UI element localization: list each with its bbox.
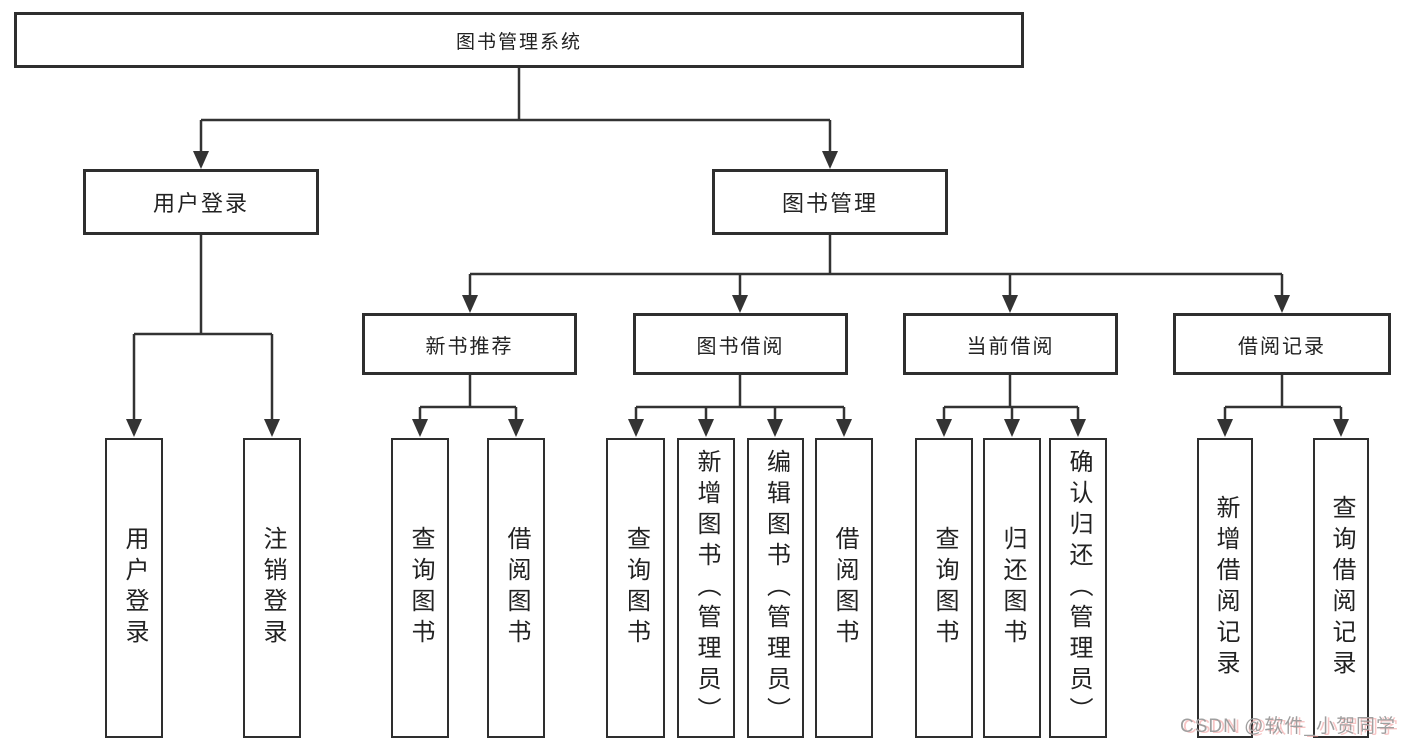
- leaf-query-borrow-record: 查询借阅记录: [1313, 438, 1369, 738]
- node-book-management: 图书管理: [712, 169, 948, 235]
- leaf-add-book-admin-label: 新增图书（管理员）: [693, 448, 720, 728]
- node-library-system: 图书管理系统: [14, 12, 1024, 68]
- node-book-borrow-label: 图书借阅: [696, 335, 785, 358]
- leaf-recommend-borrow-book-label: 借阅图书: [503, 526, 530, 650]
- leaf-add-book-admin: 新增图书（管理员）: [677, 438, 735, 738]
- leaf-add-borrow-record: 新增借阅记录: [1197, 438, 1253, 738]
- leaf-borrow-book-label: 借阅图书: [831, 526, 858, 650]
- leaf-query-borrow-record-label: 查询借阅记录: [1328, 495, 1355, 681]
- node-new-book-recommend-label: 新书推荐: [425, 335, 514, 358]
- leaf-logout-label: 注销登录: [259, 526, 286, 650]
- leaf-logout: 注销登录: [243, 438, 301, 738]
- node-library-system-label: 图书管理系统: [455, 31, 582, 53]
- leaf-return-book-label: 归还图书: [999, 526, 1026, 650]
- csdn-watermark: CSDN @软件_小贺同学: [1180, 716, 1396, 737]
- leaf-confirm-return-admin-label: 确认归还（管理员）: [1065, 448, 1092, 728]
- leaf-recommend-borrow-book: 借阅图书: [487, 438, 545, 738]
- leaf-recommend-query-book-label: 查询图书: [407, 526, 434, 650]
- leaf-edit-book-admin: 编辑图书（管理员）: [747, 438, 804, 738]
- leaf-borrow-query-book-label: 查询图书: [622, 526, 650, 650]
- node-current-borrow: 当前借阅: [903, 313, 1118, 375]
- node-book-management-label: 图书管理: [781, 191, 878, 216]
- leaf-confirm-return-admin: 确认归还（管理员）: [1049, 438, 1107, 738]
- node-borrow-record-label: 借阅记录: [1238, 335, 1326, 358]
- leaf-user-login: 用户登录: [105, 438, 163, 738]
- node-user-login-label: 用户登录: [152, 191, 249, 216]
- leaf-recommend-query-book: 查询图书: [391, 438, 449, 738]
- leaf-add-borrow-record-label: 新增借阅记录: [1212, 495, 1239, 681]
- leaf-return-book: 归还图书: [983, 438, 1041, 738]
- node-current-borrow-label: 当前借阅: [966, 335, 1055, 358]
- node-user-login: 用户登录: [83, 169, 319, 235]
- leaf-user-login-label: 用户登录: [121, 526, 148, 650]
- node-borrow-record: 借阅记录: [1173, 313, 1391, 375]
- leaf-borrow-book: 借阅图书: [815, 438, 873, 738]
- leaf-current-query-book: 查询图书: [915, 438, 973, 738]
- leaf-current-query-book-label: 查询图书: [931, 526, 958, 650]
- leaf-borrow-query-book: 查询图书: [606, 438, 665, 738]
- leaf-edit-book-admin-label: 编辑图书（管理员）: [762, 448, 790, 728]
- node-new-book-recommend: 新书推荐: [362, 313, 577, 375]
- node-book-borrow: 图书借阅: [633, 313, 848, 375]
